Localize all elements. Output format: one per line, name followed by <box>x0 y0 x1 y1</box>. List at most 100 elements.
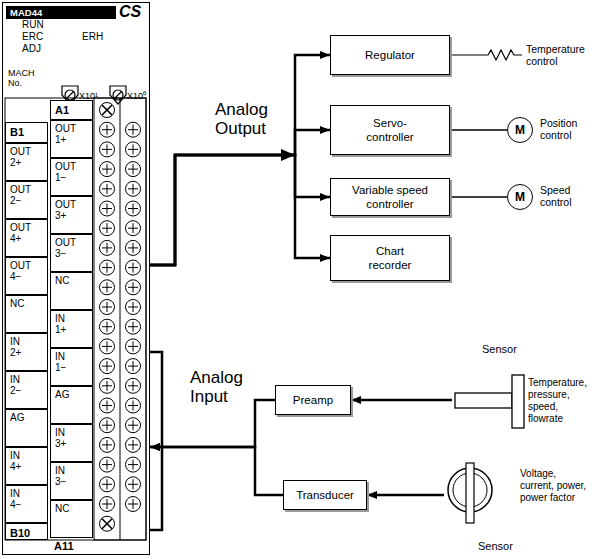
signal-connector <box>150 155 330 265</box>
terminal-label: OUT 1+ <box>50 120 93 158</box>
application-label: Speed control <box>540 184 592 208</box>
output-arrowhead <box>281 149 295 161</box>
terminal-label: NC <box>50 500 93 538</box>
terminal-screw <box>100 280 115 295</box>
signal-connector <box>450 129 507 130</box>
signal-connector <box>351 399 452 402</box>
node-label: Preamp <box>293 393 333 407</box>
terminal-screw <box>126 221 141 236</box>
status-led: ERC <box>22 31 43 43</box>
terminal-screw <box>126 477 141 492</box>
terminal-label: OUT 4− <box>5 257 48 295</box>
terminal-label: OUT 2− <box>5 181 48 219</box>
signal-label: Analog Output <box>215 100 295 138</box>
terminal-screw <box>100 359 115 374</box>
terminal-screw <box>126 181 141 196</box>
measurand-label: Temperature, pressure, speed, flowrate <box>528 377 592 425</box>
resistor-symbol <box>450 50 522 60</box>
terminal-label: OUT 1− <box>50 158 93 196</box>
terminal-screw <box>100 181 115 196</box>
terminal-screw <box>126 142 141 157</box>
node-label: Chart recorder <box>362 244 418 272</box>
signal-connector <box>150 400 275 447</box>
device-box: Regulator <box>330 35 450 75</box>
node-label: Transducer <box>296 488 354 502</box>
terminal-label: B10 <box>5 523 48 540</box>
node-label: Servo- controller <box>358 116 422 144</box>
terminal-block <box>5 98 146 540</box>
series-mark: CS <box>119 3 141 21</box>
terminal-screw <box>100 437 115 452</box>
terminal-screw <box>100 497 115 512</box>
node-label: Sensor <box>482 343 517 356</box>
terminal-screw <box>126 457 141 472</box>
signal-connector <box>150 55 330 265</box>
probe-sensor-drawing <box>452 343 528 433</box>
signal-connector <box>150 130 330 265</box>
clamp-sensor: Sensor <box>444 462 524 556</box>
terminal-screw <box>126 201 141 216</box>
signal-connector <box>450 196 507 197</box>
switch-label: MACH No. <box>8 68 38 88</box>
terminal-screw <box>126 300 141 315</box>
terminal-label: A1 <box>50 100 93 120</box>
terminal-screw <box>100 477 115 492</box>
measurand-label: Voltage, current, power, power factor <box>520 468 592 504</box>
terminal-label: NC <box>5 295 48 333</box>
terminal-screw <box>126 437 141 452</box>
terminal-screw <box>100 201 115 216</box>
terminal-screw <box>126 378 141 393</box>
terminal-label: A11 <box>54 540 74 552</box>
application-label: Temperature control <box>526 43 592 67</box>
terminal-screw <box>126 240 141 255</box>
terminal-label: OUT 3− <box>50 234 93 272</box>
screw-column <box>94 98 146 540</box>
terminal-label: IN 4− <box>5 485 48 523</box>
device-box: Transducer <box>283 480 367 510</box>
terminal-label: IN 1+ <box>50 310 93 348</box>
terminal-screw <box>126 339 141 354</box>
node-label: M <box>515 191 525 204</box>
terminal-screw <box>100 319 115 334</box>
terminal-screw <box>126 260 141 275</box>
application-label: Position control <box>540 117 592 141</box>
terminal-screw <box>126 280 141 295</box>
device-box: Preamp <box>275 385 351 415</box>
terminal-label: IN 2+ <box>5 333 48 371</box>
node-label: Regulator <box>365 48 415 62</box>
terminal-screw <box>100 260 115 275</box>
screw-divider <box>120 98 121 540</box>
motor-symbol: M <box>507 184 533 210</box>
motor-symbol: M <box>507 117 533 143</box>
terminal-screw <box>126 359 141 374</box>
terminal-screw <box>126 162 141 177</box>
terminal-screw <box>100 418 115 433</box>
device-box: Variable speed controller <box>330 178 450 216</box>
terminal-screw <box>126 418 141 433</box>
terminal-label: B1 <box>5 122 48 143</box>
terminal-screw <box>100 378 115 393</box>
signal-connector <box>150 155 330 265</box>
terminal-screw <box>100 240 115 255</box>
terminal-screw <box>126 497 141 512</box>
terminal-label: OUT 4+ <box>5 219 48 257</box>
terminal-label: IN 4+ <box>5 447 48 485</box>
terminal-label: IN 2− <box>5 371 48 409</box>
device-box: Chart recorder <box>330 235 450 281</box>
model-name: MAD44 <box>6 6 116 19</box>
terminal-label: OUT 2+ <box>5 143 48 181</box>
probe-sensor: Sensor <box>452 343 528 433</box>
terminal-screw <box>100 122 115 137</box>
terminal-screw <box>100 162 115 177</box>
terminal-screw <box>100 103 115 118</box>
terminal-screw <box>100 339 115 354</box>
status-led: ADJ <box>22 43 41 55</box>
signal-connector <box>150 447 283 495</box>
terminal-label: NC <box>50 272 93 310</box>
terminal-screw <box>100 142 115 157</box>
terminal-screw <box>100 516 115 531</box>
terminal-screw <box>126 122 141 137</box>
terminal-screw <box>100 457 115 472</box>
node-label: Variable speed controller <box>345 183 435 211</box>
input-bracket <box>150 352 162 530</box>
